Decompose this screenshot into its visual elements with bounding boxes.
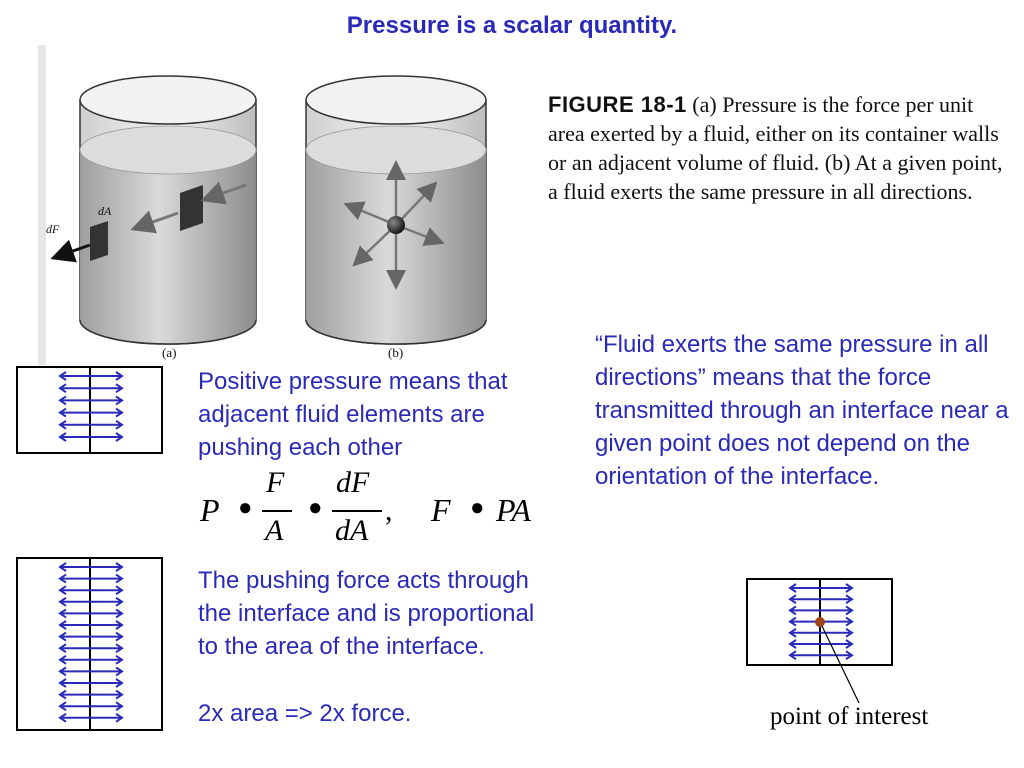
- panel-a-label: (a): [162, 345, 176, 360]
- caption-a-marker-text: (a): [692, 92, 717, 117]
- double-arrow: [788, 650, 854, 661]
- eq-comma: ,: [385, 494, 393, 527]
- caption-b-marker: (b): [824, 150, 851, 175]
- cylinder-b: [305, 75, 487, 345]
- pointer-line: [821, 625, 860, 704]
- eq-bullet-2: ●: [308, 495, 323, 521]
- interface-diagram-tall: [16, 557, 163, 731]
- double-arrow: [58, 596, 124, 607]
- double-arrow: [58, 620, 124, 630]
- eq-dF-numerator: dF: [336, 466, 370, 499]
- double-arrow: [58, 383, 124, 394]
- double-arrow: [58, 643, 124, 654]
- double-arrow: [58, 419, 124, 430]
- eq-fraction-bar-1: [262, 510, 292, 512]
- dA-label: dA: [98, 204, 112, 218]
- double-arrow: [58, 432, 124, 442]
- double-arrow: [788, 605, 854, 616]
- double-arrow: [58, 701, 124, 712]
- double-arrow: [58, 608, 124, 619]
- double-arrow: [58, 585, 124, 596]
- caption-a-marker: (a): [692, 92, 722, 117]
- area-force-text: 2x area => 2x force.: [198, 700, 412, 727]
- cylinder-a: [50, 75, 257, 345]
- double-arrow: [788, 594, 854, 605]
- double-arrow: [58, 371, 124, 381]
- eq-A-denominator: A: [265, 514, 284, 547]
- eq-bullet-3: ●: [470, 495, 485, 521]
- double-arrow: [58, 712, 124, 723]
- double-arrow: [58, 562, 124, 572]
- figure-caption: FIGURE 18-1 (a) Pressure is the force pe…: [548, 90, 1008, 206]
- double-arrow: [58, 407, 124, 418]
- caption-part1: Pressure is the force per unit area exer…: [548, 92, 999, 175]
- double-arrow: [58, 689, 124, 700]
- page-title: Pressure is a scalar quantity.: [346, 12, 678, 39]
- same-pressure-text: “Fluid exerts the same pressure in all d…: [595, 331, 1009, 490]
- pushing-force-text: The pushing force acts through the inter…: [198, 567, 535, 660]
- eq-PA: PA: [496, 492, 531, 528]
- positive-pressure-text: Positive pressure means that adjacent fl…: [198, 368, 508, 461]
- double-arrow: [788, 627, 854, 638]
- eq-dA-denominator: dA: [335, 514, 369, 547]
- textbook-figure-image: dF dA (a) (b): [38, 45, 538, 365]
- double-arrow: [58, 654, 124, 665]
- point-of-interest-dot: [815, 617, 825, 627]
- point-of-interest-diagram: [746, 578, 893, 704]
- eq-fraction-bar-2: [332, 510, 382, 512]
- panel-b-label: (b): [388, 345, 403, 360]
- double-arrow: [58, 666, 124, 677]
- eq-F-numerator: F: [266, 466, 285, 499]
- interface-diagram-small: [16, 366, 163, 454]
- dF-label: dF: [46, 222, 60, 236]
- point-of-interest-label: point of interest: [770, 703, 929, 730]
- double-arrow: [788, 583, 854, 593]
- double-arrow: [58, 573, 124, 584]
- eq-bullet-1: ●: [238, 495, 253, 521]
- eq-F: F: [431, 492, 451, 528]
- pressure-equation: P ● F A ● dF dA , F ● PA: [198, 466, 558, 555]
- caption-part2: At a given point, a fluid exerts the sam…: [548, 150, 1003, 204]
- eq-P: P: [200, 492, 220, 528]
- double-arrow: [58, 631, 124, 642]
- figure-label: FIGURE 18-1: [548, 92, 687, 117]
- double-arrow: [58, 678, 124, 688]
- double-arrow: [788, 639, 854, 649]
- double-arrow: [58, 395, 124, 406]
